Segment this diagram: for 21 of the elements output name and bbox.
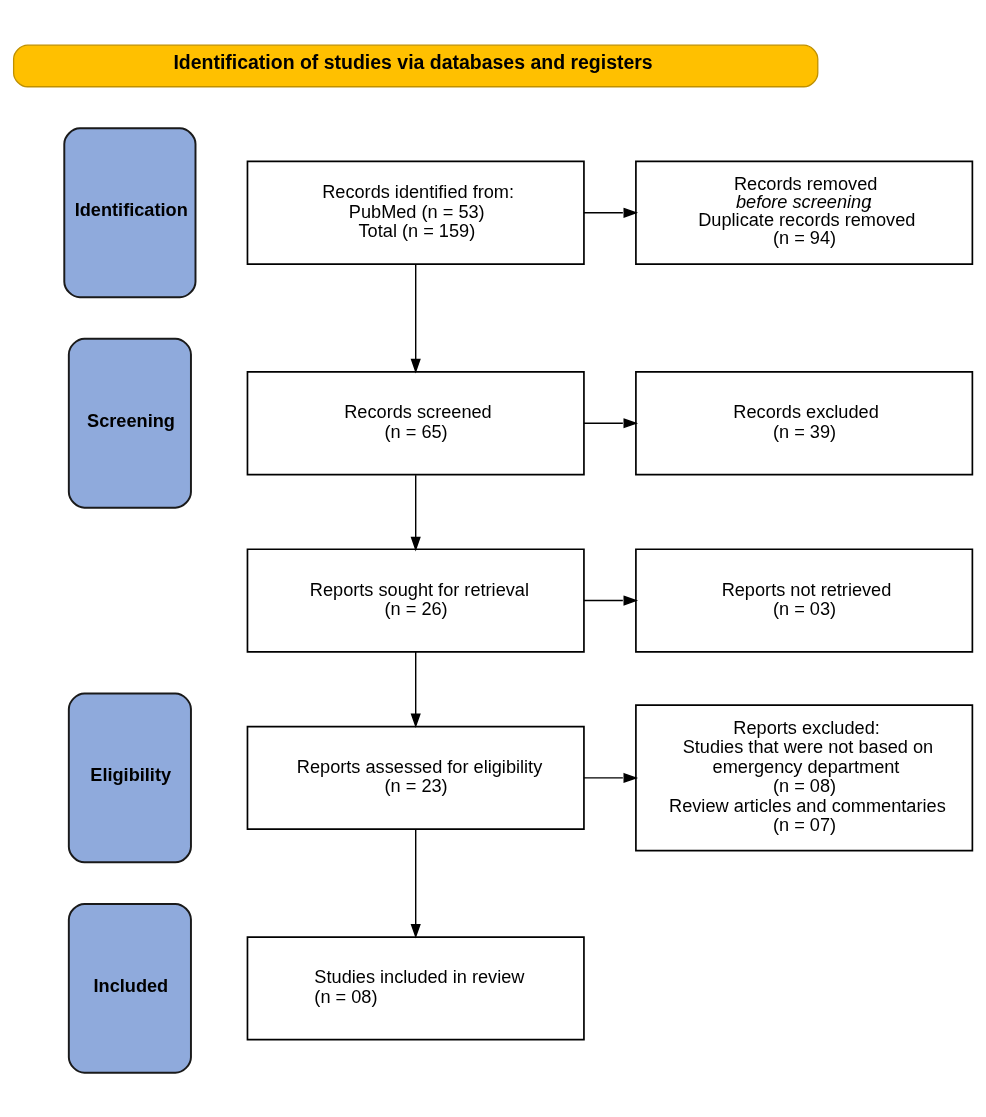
node-box: Identification: [63, 126, 197, 298]
arrow: [410, 263, 421, 373]
arrow: [410, 474, 421, 551]
arrow: [583, 772, 639, 783]
node-box: Records excluded (n = 39): [635, 370, 974, 475]
arrow: [410, 828, 421, 939]
node-box: Identification of studies via databases and registers: [12, 44, 819, 87]
node-box: Records identified from: PubMed (n = 53) Total (n = 159): [246, 160, 585, 265]
node-box: Included: [67, 902, 192, 1074]
node-box: Reports not retrieved (n = 03): [635, 547, 974, 653]
arrow: [583, 417, 639, 428]
node-box: Studies included in review (n = 08): [246, 935, 585, 1041]
node-box: Screening: [67, 337, 192, 509]
node-box: Records screened (n = 65): [246, 370, 585, 475]
node-box: Eligibility: [67, 692, 192, 863]
arrow: [583, 594, 639, 606]
arrow: [410, 650, 421, 728]
node-box: Reports excluded: Studies that were not based on emergency department (n = 08) Review articles and commentaries (n = 07): [635, 703, 974, 851]
node-box: Reports sought for retrieval (n = 26): [246, 547, 585, 653]
node-box: Reports assessed for eligibility (n = 23): [246, 725, 585, 830]
arrow: [583, 207, 639, 218]
